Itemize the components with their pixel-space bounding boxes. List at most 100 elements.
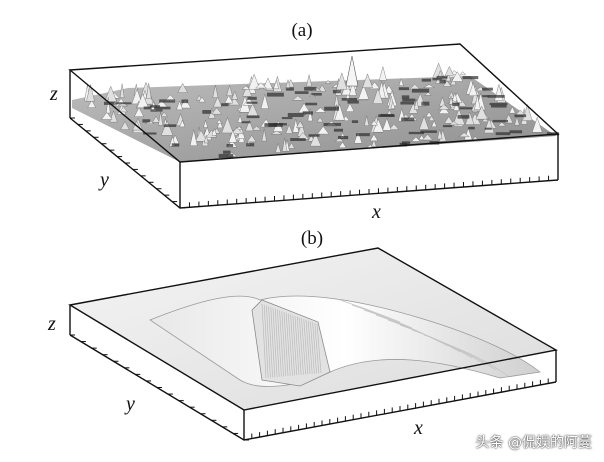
surface-shadow: [171, 143, 180, 147]
surface-spike: [422, 84, 436, 88]
surface-spike: [230, 127, 244, 135]
surface-shadow: [163, 124, 177, 128]
surface-spike: [448, 95, 454, 105]
surface-spike: [189, 129, 198, 146]
surface-spike: [231, 90, 239, 100]
surface-spike: [317, 84, 327, 92]
surface-spike: [216, 119, 223, 124]
surface-spike: [431, 120, 438, 127]
surface-shadow: [266, 92, 284, 97]
surface-shadow: [408, 131, 425, 135]
surface-shadow: [221, 103, 229, 107]
shade-line: [314, 323, 320, 374]
surface-spike: [372, 118, 384, 133]
surface-shadow: [482, 95, 489, 98]
surface-spike: [134, 107, 145, 117]
surface-spike: [474, 94, 481, 110]
surface-shadow: [332, 89, 341, 94]
shade-line: [292, 315, 298, 376]
surface-shadow: [487, 94, 505, 98]
surface-spike: [358, 84, 370, 100]
surface-spike: [246, 134, 257, 143]
surface-shadow: [202, 110, 212, 114]
surface-spike: [119, 83, 125, 98]
surface-spike: [336, 72, 348, 90]
surface-spike: [282, 137, 288, 152]
surface-spike: [288, 142, 295, 149]
shade-line: [283, 311, 289, 377]
surface-spike: [475, 105, 488, 120]
surface-spike: [364, 115, 370, 126]
surface-spike: [203, 134, 209, 144]
surface-shadow: [509, 130, 523, 134]
surface-shadow: [459, 107, 473, 110]
shade-line: [312, 322, 317, 374]
surface-spike: [273, 79, 280, 90]
surface-spike: [241, 85, 251, 90]
surface-shadow: [150, 109, 163, 112]
surface-shadow: [247, 96, 257, 100]
shade-line: [303, 319, 309, 375]
surface-spike: [468, 82, 478, 96]
surface-shadow: [341, 97, 358, 101]
shade-line: [261, 303, 267, 379]
surface-spike: [196, 95, 203, 101]
surface-shadow: [268, 123, 283, 127]
panel-b: (b) z y x: [47, 228, 558, 441]
surface-shadow: [154, 106, 171, 110]
panel-b-ridge: [149, 295, 541, 387]
surface-spike: [424, 91, 432, 96]
surface-shadow: [439, 79, 446, 84]
surface-shadow: [347, 100, 359, 104]
surface-spike: [86, 84, 95, 102]
panel-b-ticks: [70, 334, 557, 441]
surface-spike: [444, 116, 454, 124]
surface-spike: [120, 121, 130, 130]
surface-spike: [212, 84, 219, 98]
surface-spike: [418, 134, 425, 140]
surface-shadow: [432, 77, 443, 81]
surface-spike: [217, 119, 223, 129]
watermark-text: 头条 @侃娱的阿蔓: [475, 435, 592, 451]
shade-line: [301, 318, 306, 375]
surface-spike: [306, 74, 312, 87]
shade-curve: [435, 339, 497, 371]
surface-spike: [459, 71, 467, 76]
shade-line: [316, 323, 322, 374]
surface-spike: [146, 83, 152, 99]
surface-spike: [425, 111, 433, 118]
surface-spike: [497, 121, 507, 127]
surface-spike: [369, 133, 379, 142]
surface-spike: [437, 129, 443, 140]
surface-spike: [448, 121, 459, 126]
surface-shadow: [398, 87, 410, 91]
surface-spike: [335, 136, 344, 142]
surface-spike: [228, 129, 238, 143]
surface-shadow: [495, 132, 511, 136]
surface-spike: [260, 93, 269, 109]
shade-line: [272, 307, 278, 378]
shade-curve: [351, 304, 413, 329]
surface-spike: [255, 82, 267, 89]
shade-line: [277, 309, 282, 377]
surface-shadow: [436, 75, 448, 79]
surface-shadow: [305, 102, 318, 106]
shade-line: [279, 310, 284, 377]
surface-spike: [370, 120, 378, 126]
surface-shadow: [294, 91, 309, 94]
surface-shadow: [489, 102, 508, 106]
surface-shadow: [143, 106, 152, 110]
surface-spike: [451, 71, 464, 82]
surface-shadow: [246, 143, 255, 147]
surface-shadow: [223, 150, 231, 154]
panel-b-z-axis-label: z: [47, 313, 56, 335]
surface-shadow: [514, 114, 527, 118]
surface-spike: [481, 117, 490, 123]
shade-line: [263, 304, 269, 378]
shade-line: [270, 307, 276, 378]
surface-spike: [410, 136, 421, 142]
surface-spike: [224, 94, 234, 104]
surface-spike: [179, 119, 186, 128]
surface-spike: [324, 79, 332, 84]
shade-line: [290, 314, 295, 376]
